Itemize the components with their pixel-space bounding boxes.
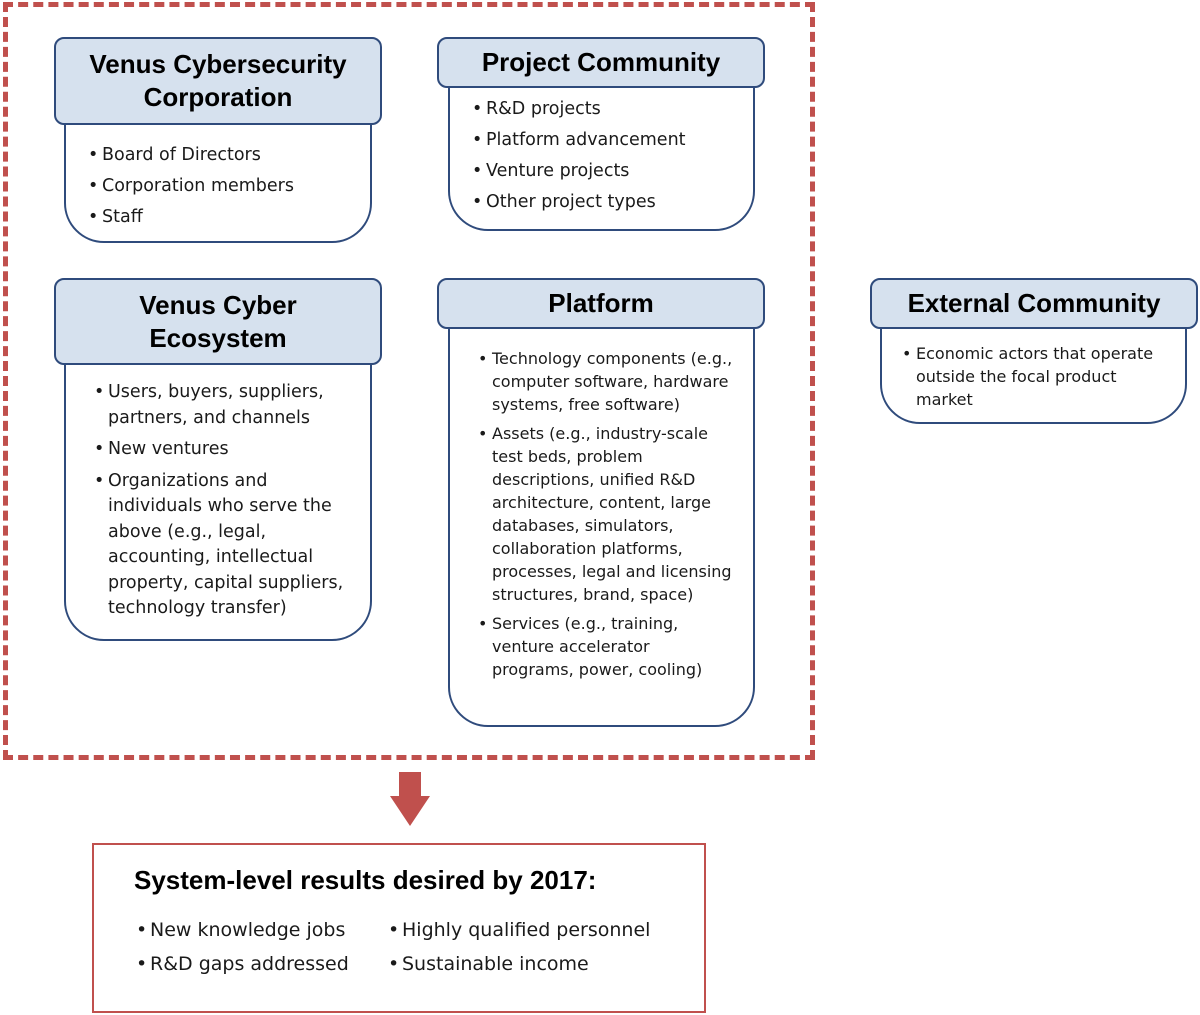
down-arrow-icon	[390, 772, 430, 826]
organization-boundary	[3, 2, 815, 760]
list-item: Technology components (e.g., computer so…	[478, 347, 733, 416]
list-item: R&D gaps addressed	[136, 947, 349, 981]
list-item: Sustainable income	[388, 947, 650, 981]
platform-body: Technology components (e.g., computer so…	[448, 318, 755, 727]
ecosystem-title: Venus Cyber Ecosystem	[54, 278, 382, 365]
external-community-title: External Community	[870, 278, 1198, 329]
list-item: Other project types	[472, 187, 686, 218]
list-item: Users, buyers, suppliers, partners, and …	[94, 380, 352, 431]
project-community-title: Project Community	[437, 37, 765, 88]
external-community-body: Economic actors that operate outside the…	[880, 320, 1187, 424]
list-item: Staff	[88, 202, 294, 233]
list-item: New ventures	[94, 437, 352, 463]
results-box: System-level results desired by 2017: Ne…	[92, 843, 706, 1013]
project-community-body: R&D projects Platform advancement Ventur…	[448, 80, 755, 231]
list-item: Services (e.g., training, venture accele…	[478, 612, 733, 681]
ecosystem-body: Users, buyers, suppliers, partners, and …	[64, 350, 372, 641]
list-item: Assets (e.g., industry-scale test beds, …	[478, 422, 733, 606]
list-item: Venture projects	[472, 156, 686, 187]
list-item: Organizations and individuals who serve …	[94, 469, 352, 622]
platform-title: Platform	[437, 278, 765, 329]
list-item: Corporation members	[88, 171, 294, 202]
venus-corp-body: Board of Directors Corporation members S…	[64, 110, 372, 243]
list-item: R&D projects	[472, 94, 686, 125]
list-item: Platform advancement	[472, 125, 686, 156]
list-item: New knowledge jobs	[136, 913, 349, 947]
list-item: Economic actors that operate outside the…	[902, 342, 1164, 411]
venus-corp-title: Venus Cybersecurity Corporation	[54, 37, 382, 125]
list-item: Highly qualified personnel	[388, 913, 650, 947]
list-item: Board of Directors	[88, 140, 294, 171]
results-title: System-level results desired by 2017:	[134, 865, 597, 895]
